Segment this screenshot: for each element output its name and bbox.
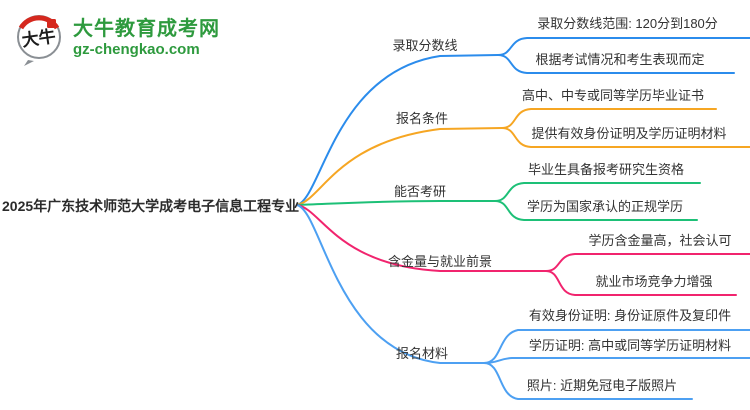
branch-curves-materials	[296, 204, 750, 400]
leaf-node: 有效身份证明: 身份证原件及复印件	[528, 308, 732, 323]
leaf-node: 就业市场竞争力增强	[595, 274, 713, 289]
leaf-underline-curve	[483, 357, 750, 364]
logo-text: 大牛教育成考网 gz-chengkao.com	[73, 18, 220, 58]
branch-trunk-curve	[296, 200, 496, 206]
site-name: 大牛教育成考网	[73, 17, 220, 40]
leaf-underline-curve	[494, 200, 698, 221]
site-url: gz-chengkao.com	[73, 40, 200, 58]
leaf-node: 学历含金量高，社会认可	[588, 233, 732, 248]
branch-node-admission-score: 录取分数线	[392, 38, 458, 53]
branch-node-materials: 报名材料	[395, 346, 448, 361]
branch-node-requirements: 报名条件	[395, 111, 448, 126]
branch-trunk-curve	[296, 204, 485, 364]
svg-text:大牛: 大牛	[20, 26, 56, 51]
logo-bull-icon: 大牛	[17, 15, 61, 66]
leaf-node: 毕业生具备报考研究生资格	[527, 162, 684, 177]
leaf-node: 录取分数线范围: 120分到180分	[537, 16, 718, 31]
branch-node-postgraduate: 能否考研	[393, 184, 446, 199]
branch-curves-value-prospects	[296, 204, 750, 296]
leaf-underline-curve	[497, 54, 735, 74]
leaf-node: 学历证明: 高中或同等学历证明材料	[528, 338, 732, 353]
leaf-underline-curve	[501, 127, 750, 148]
site-logo[interactable]: 大牛 大牛教育成考网 gz-chengkao.com	[14, 10, 220, 66]
branch-curves-admission-score	[296, 37, 750, 206]
branch-trunk-curve	[296, 204, 547, 272]
leaf-node: 学历为国家承认的正规学历	[526, 199, 683, 214]
leaf-node: 提供有效身份证明及学历证明材料	[531, 126, 727, 141]
mindmap-root-node: 2025年广东技术师范大学成考电子信息工程专业	[2, 198, 300, 214]
leaf-underline-curve	[545, 253, 750, 272]
branch-curves-postgraduate	[296, 182, 701, 221]
branch-trunk-curve	[296, 54, 499, 206]
leaf-node: 高中、中专或同等学历毕业证书	[521, 88, 704, 103]
leaf-node: 根据考试情况和考生表现而定	[535, 52, 705, 67]
branch-curves-requirements	[296, 108, 750, 206]
branch-trunk-curve	[296, 127, 503, 206]
leaf-underline-curve	[497, 37, 750, 56]
leaf-underline-curve	[545, 270, 737, 296]
leaf-underline-curve	[483, 362, 693, 400]
leaf-underline-curve	[494, 182, 701, 202]
branch-node-value-prospects: 含金量与就业前景	[387, 254, 492, 269]
leaf-underline-curve	[501, 108, 717, 129]
leaf-node: 照片: 近期免冠电子版照片	[526, 378, 678, 393]
